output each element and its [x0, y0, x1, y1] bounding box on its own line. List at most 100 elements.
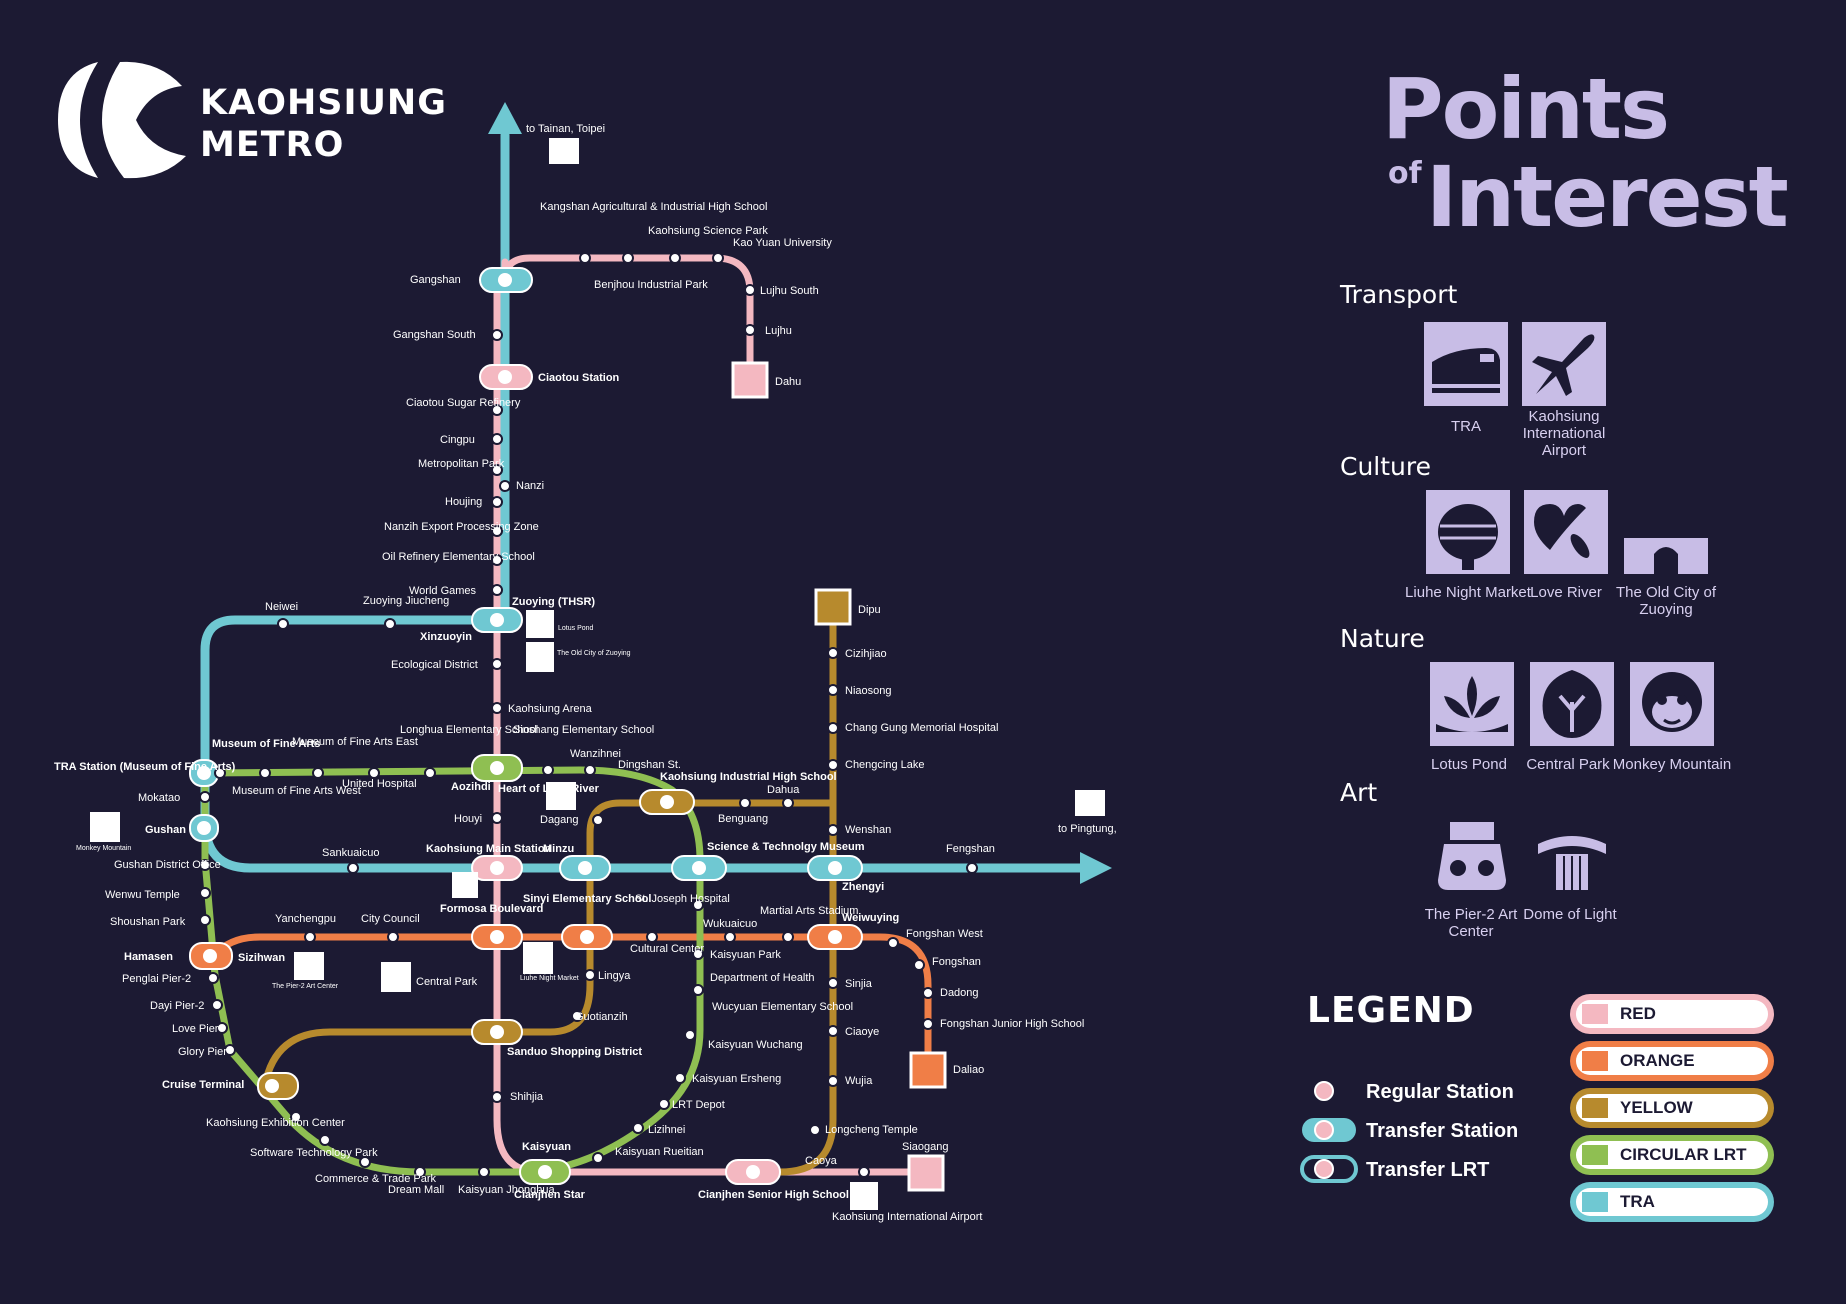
caption-tra: TRA — [1451, 418, 1481, 435]
lbl-commerce-trade: Commerce & Trade Park — [315, 1173, 437, 1185]
lbl-xinzuoyin: Xinzuoyin — [420, 631, 472, 643]
lbl-sinshang: Sinshang Elementary School — [513, 724, 654, 736]
legend-line-orange-label: ORANGE — [1620, 1051, 1695, 1070]
lbl-gangshan-south: Gangshan South — [393, 329, 476, 341]
lbl-airport: Kaohsiung International Airport — [832, 1211, 982, 1223]
lbl-guotianzih: Guotianzih — [575, 1011, 628, 1023]
lbl-love-pier: Love Pier — [172, 1023, 219, 1035]
central-park-icon-small — [381, 962, 411, 992]
lbl-benjhou: Benjhou Industrial Park — [594, 279, 708, 291]
lbl-cultural-center: Cultural Center — [630, 943, 704, 955]
caption-airport: Kaohsiung International Airport — [1522, 408, 1606, 459]
lbl-arena: Kaohsiung Arena — [508, 703, 593, 715]
lbl-kaisyuan-park: Kaisyuan Park — [710, 949, 781, 961]
legend-line-lrt: CIRCULAR LRT — [1570, 1135, 1774, 1175]
lbl-tra-north: to Tainan, Toipei — [526, 123, 605, 135]
dahu-terminal — [731, 361, 769, 399]
lbl-lujhu-south: Lujhu South — [760, 285, 819, 297]
poi-title-points: Points — [1382, 60, 1670, 158]
airport-plane-icon — [1522, 322, 1606, 406]
lbl-chengcing: Chengcing Lake — [845, 759, 925, 771]
lbl-tra-museum: TRA Station (Museum of Fine Arts) — [54, 761, 236, 773]
lbl-wukuaicuo: Wukuaicuo — [703, 918, 757, 930]
section-culture: Culture — [1340, 452, 1432, 481]
pier2-icon-small — [294, 952, 324, 980]
section-art: Art — [1340, 778, 1378, 807]
yellow-line — [261, 608, 837, 1176]
lbl-oldcity-small: The Old City of Zuoying — [557, 650, 631, 657]
section-nature: Nature — [1340, 624, 1425, 653]
lbl-wujia: Wujia — [845, 1075, 873, 1087]
lbl-penglai-pier: Penglai Pier-2 — [122, 973, 191, 985]
old-city-gate-icon — [1624, 490, 1708, 574]
lbl-benguang: Benguang — [718, 813, 768, 825]
lbl-niaosong: Niaosong — [845, 685, 891, 697]
lbl-wenwu-temple: Wenwu Temple — [105, 889, 180, 901]
lbl-dahu: Dahu — [775, 376, 801, 388]
lbl-glory-pier: Glory Pier — [178, 1046, 227, 1058]
dome-of-light-icon — [1530, 814, 1614, 898]
lbl-minzu: Minzu — [543, 843, 574, 855]
caption-pier2: The Pier-2 Art Center — [1424, 906, 1518, 940]
caption-lotus: Lotus Pond — [1431, 756, 1507, 773]
lbl-caoya: Caoya — [805, 1155, 838, 1167]
lbl-dingshan: Dingshan St. — [618, 759, 681, 771]
dome-icon-small — [452, 872, 478, 898]
lbl-houjing: Houjing — [445, 496, 482, 508]
lbl-yanchengpu: Yanchengpu — [275, 913, 336, 925]
lbl-dream-mall: Dream Mall — [388, 1184, 444, 1196]
lbl-sankuaicuo: Sankuaicuo — [322, 847, 380, 859]
lbl-fongshan-west: Fongshan West — [906, 928, 983, 940]
lbl-dayi-pier: Dayi Pier-2 — [150, 1000, 204, 1012]
legend-line-orange: ORANGE — [1570, 1041, 1774, 1081]
tra-icon-small — [549, 138, 579, 164]
central-park-leaf-icon — [1530, 662, 1614, 746]
lbl-wenshan: Wenshan — [845, 824, 891, 836]
station-labels: Gangshan Gangshan South Ciaotou Station … — [54, 123, 1120, 1223]
lbl-daliao: Daliao — [953, 1064, 984, 1076]
lbl-cruise-terminal: Cruise Terminal — [162, 1079, 244, 1091]
lbl-cianjhen-senior: Cianjhen Senior High School — [698, 1189, 849, 1201]
red-swatch — [1582, 1004, 1608, 1024]
legend-transfer-lrt: Transfer LRT — [1300, 1153, 1489, 1187]
lbl-fongshan-jhs: Fongshan Junior High School — [940, 1018, 1084, 1030]
lrt-swatch — [1582, 1145, 1608, 1165]
lbl-siaogang: Siaogang — [902, 1141, 949, 1153]
lbl-lotus-small: Lotus Pond — [558, 625, 594, 632]
lbl-longcheng: Longcheng Temple — [825, 1124, 918, 1136]
lbl-science-park: Kaohsiung Science Park — [648, 225, 768, 237]
love-river-heart-icon — [1524, 490, 1608, 574]
lbl-formosa: Formosa Boulevard — [440, 903, 543, 915]
legend-line-yellow-label: YELLOW — [1620, 1098, 1693, 1117]
caption-monkey: Monkey Mountain — [1612, 756, 1732, 773]
lbl-city-council: City Council — [361, 913, 420, 925]
map-poi-markers — [90, 138, 1105, 1210]
lbl-cianjhen-star: Cianjhen Star — [514, 1189, 586, 1201]
lbl-wucyuan: Wucyuan Elementary School — [712, 1001, 853, 1013]
lbl-liuhe-small: Liuhe Night Market — [520, 975, 579, 982]
lbl-zhengyi: Zhengyi — [842, 881, 884, 893]
lbl-lizihnei: Lizihnei — [648, 1124, 685, 1136]
legend-line-red: RED — [1570, 994, 1774, 1034]
lbl-shoushan-park: Shoushan Park — [110, 916, 186, 928]
lbl-jiucheng: Zuoying Jiucheng — [363, 595, 449, 607]
lbl-mfa-east: Museum of Fine Arts East — [292, 736, 418, 748]
brand-line2: METRO — [200, 125, 345, 165]
lbl-longhua: Longhua Elementary School — [400, 724, 538, 736]
lbl-wanzihnei: Wanzihnei — [570, 748, 621, 760]
lbl-ecological: Ecological District — [391, 659, 478, 671]
siaogang-terminal — [907, 1154, 945, 1192]
lbl-cingpu: Cingpu — [440, 434, 475, 446]
lbl-martial-arts: Martial Arts Stadium — [760, 905, 858, 917]
tra-east-arrow — [1080, 852, 1112, 884]
lbl-mokatao: Mokatao — [138, 792, 180, 804]
lbl-ersheng: Kaisyuan Ersheng — [692, 1073, 781, 1085]
lbl-central-park: Central Park — [416, 976, 478, 988]
lbl-oil-refinery: Oil Refinery Elementary School — [382, 551, 535, 563]
lbl-hamasen: Hamasen — [124, 951, 173, 963]
lbl-ciaoye: Ciaoye — [845, 1026, 879, 1038]
legend-line-red-label: RED — [1620, 1004, 1656, 1023]
lbl-zuoying-thsr: Zuoying (THSR) — [512, 596, 595, 608]
lbl-world-games: World Games — [409, 585, 477, 597]
transfer-station-centers — [197, 273, 842, 1179]
